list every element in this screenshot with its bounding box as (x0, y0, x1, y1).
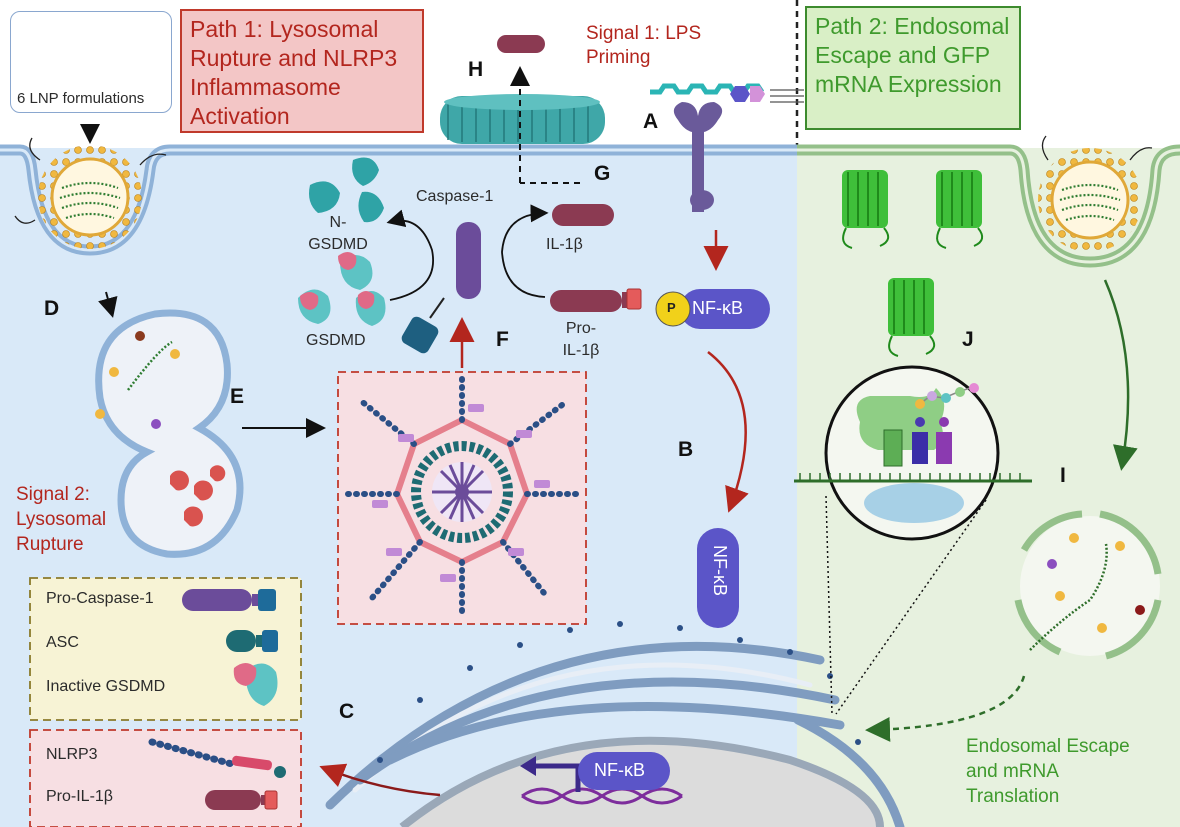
endosome (1014, 510, 1162, 660)
signal2-label: Signal 2: Lysosomal Rupture (16, 484, 107, 555)
legend-pro-caspase1: Pro-Caspase-1 (46, 590, 154, 607)
n-gsdmd-shapes (309, 157, 384, 223)
lnp-particle-right (1038, 135, 1153, 252)
path2-title-box: Path 2: Endosomal Escape and GFP mRNA Ex… (805, 6, 1021, 130)
phospho-p-label: P (667, 300, 676, 315)
nfkb-nuclear-label: NF-κB (594, 760, 645, 780)
gsdmd-cleavage-arc (386, 209, 434, 301)
n-gsdmd-label: N-GSDMD (308, 214, 368, 253)
gsdmd-label: GSDMD (306, 332, 366, 349)
legend-asc: ASC (46, 634, 79, 651)
path1-title-box: Path 1: Lysosomal Rupture and NLRP3 Infl… (180, 9, 424, 133)
endosomal-escape-label: Endosomal Escape and mRNA Translation (966, 736, 1130, 807)
letter-c: C (339, 700, 355, 723)
nfkb-nuclear (578, 752, 670, 790)
il1b-mature (552, 204, 614, 226)
gfp-barrels (842, 170, 984, 357)
lysosome (95, 309, 244, 558)
legend-icons-1 (182, 589, 278, 706)
endoplasmic-reticulum (325, 642, 905, 827)
gsdmd-shapes (298, 252, 386, 326)
legend-nlrp3: NLRP3 (46, 746, 98, 763)
letter-a: A (643, 110, 659, 133)
transcription-arrow (530, 763, 581, 792)
il1b-cleavage-arc (501, 204, 549, 298)
path1-title: Path 1: Lysosomal Rupture and NLRP3 Infl… (190, 16, 398, 129)
letter-g: G (594, 162, 611, 185)
nfkb-vertical-label: NF-κB (710, 545, 730, 596)
nfkb-vertical (697, 528, 739, 628)
nfkb-complex-label: NF-κB (692, 298, 743, 318)
pro-il1b-molecule (550, 288, 642, 312)
lnp-particle-left (14, 137, 167, 249)
dna-helix (521, 787, 683, 805)
letter-e: E (230, 385, 245, 408)
caspase1-label: Caspase-1 (416, 188, 494, 205)
letter-h: H (468, 58, 484, 81)
pro-il1b-label: Pro-IL-1β (562, 320, 600, 359)
gsdmd-pore (440, 94, 605, 144)
letter-f: F (496, 328, 509, 351)
letter-b: B (678, 438, 694, 461)
caspase1-shape (456, 222, 481, 299)
legend-icons-2 (148, 738, 286, 810)
letter-d: D (44, 297, 60, 320)
inflammasome-assembly (342, 375, 581, 621)
tlr4-receptor (673, 102, 723, 212)
asc-fragment (401, 297, 445, 354)
lnp-formulations-label: 6 LNP formulations (17, 90, 145, 107)
lnp-formulations-box: 6 LNP formulations (10, 11, 172, 113)
mrna-strand (794, 473, 1032, 483)
path2-title: Path 2: Endosomal Escape and GFP mRNA Ex… (815, 13, 1010, 97)
letter-i: I (1060, 464, 1066, 487)
letter-j: J (962, 328, 974, 351)
signal1-label: Signal 1: LPS Priming (586, 23, 702, 68)
il1b-released (497, 35, 545, 53)
legend-inactive-gsdmd: Inactive GSDMD (46, 678, 166, 695)
ribosome-dots (377, 621, 861, 763)
translation-zoom (824, 365, 1000, 541)
p-nfkb-complex (655, 289, 770, 329)
il1b-label: IL-1β (546, 236, 583, 253)
legend-pro-il1b: Pro-IL-1β (46, 788, 113, 805)
lps-chain (650, 83, 804, 103)
